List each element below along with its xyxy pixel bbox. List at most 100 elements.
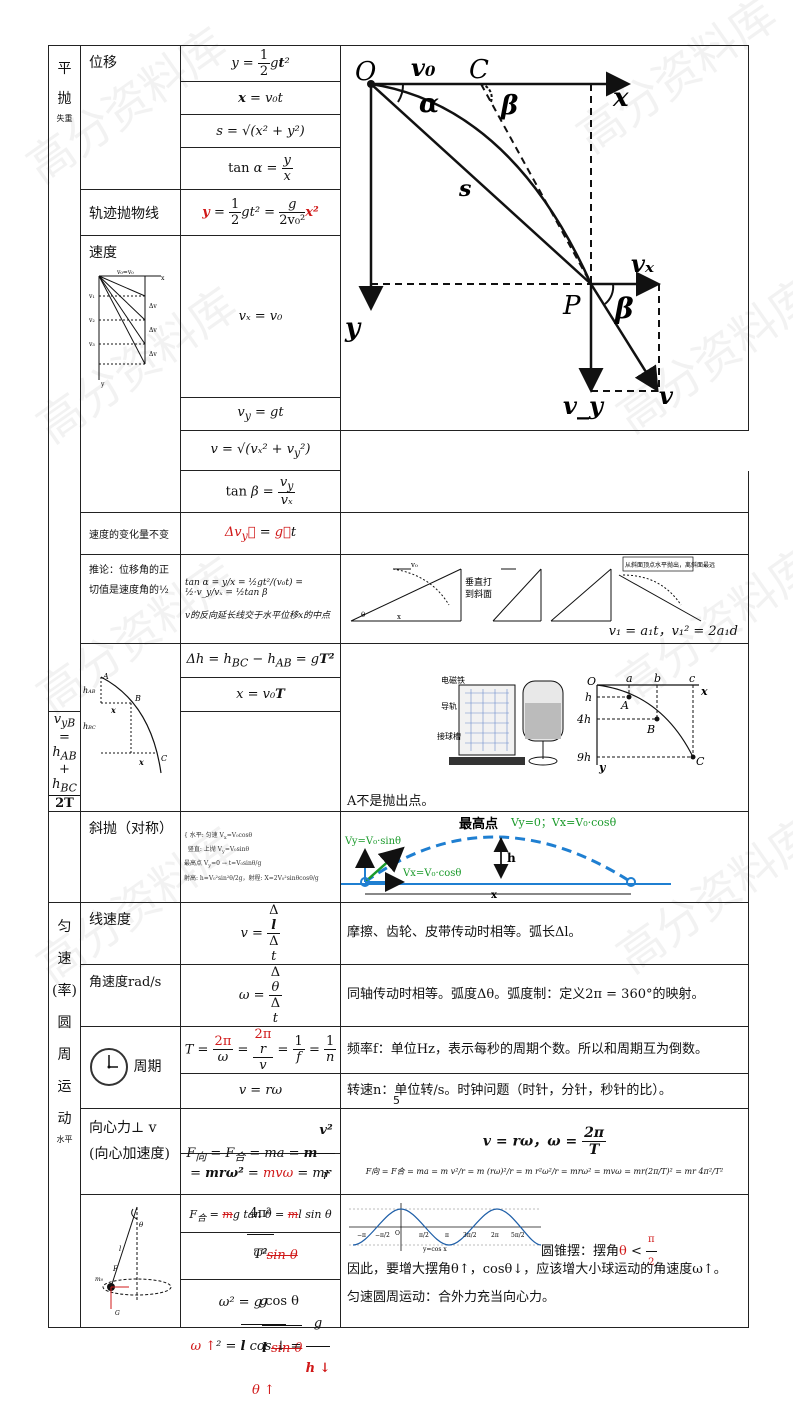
- note-zhuibai-2: 因此，要增大摆角θ↑，cosθ↓，应该增大小球运动的角速度ω↑。: [347, 1261, 727, 1277]
- eq-x: x = v₀t: [180, 81, 341, 115]
- label-xiepao: 斜抛（对称）: [80, 810, 181, 903]
- svg-text:3π/2: 3π/2: [463, 1232, 477, 1239]
- cone-pendulum-svg: θ l F m₀ G: [95, 1206, 172, 1317]
- note-zhuibai-3: 匀速圆周运动：合外力充当向心力。: [347, 1289, 556, 1305]
- label-v0: v₀: [411, 53, 436, 82]
- svg-text:B: B: [646, 723, 655, 736]
- xiepao-notes: { 水平: 匀速 Vx=V₀cosθ 竖直: 上抛 Vy=V₀sinθ 最高点 …: [180, 810, 341, 903]
- label-c: C: [469, 55, 489, 85]
- svg-text:v₂: v₂: [89, 317, 95, 324]
- label-xiangxin: 向心力⊥ v(向心加速度): [80, 1107, 181, 1195]
- note-frequency: 频率f：单位Hz，表示每秒的周期个数。所以和周期互为倒数。: [340, 1025, 749, 1074]
- label-xiansudu: 线速度: [80, 901, 181, 965]
- svg-text:hAB: hAB: [83, 686, 96, 695]
- eq-v: v = √(vₓ² + vy²): [180, 430, 341, 471]
- note-xiansudu: 摩擦、齿轮、皮带传动时相等。弧长Δl。: [340, 901, 749, 965]
- svg-text:x: x: [138, 757, 144, 767]
- svg-text:到斜面: 到斜面: [465, 588, 492, 600]
- svg-text:A: A: [102, 673, 109, 681]
- side-blank: [48, 810, 81, 903]
- svg-text:v₃: v₃: [89, 341, 95, 348]
- svg-text:a: a: [626, 673, 633, 685]
- oblique-figure: 最高点 Vy=0；Vx=V₀·cosθ Vy=V₀·sinθ Vx=V₀·cos…: [340, 810, 749, 903]
- eq-x-v0t: x = v₀T: [180, 677, 341, 712]
- svg-text:Δv: Δv: [149, 351, 157, 358]
- label-zhouqi-cell: 周期: [80, 1025, 181, 1109]
- svg-text:2π: 2π: [491, 1232, 499, 1239]
- label-beta-p: β: [614, 292, 634, 325]
- svg-text:C: C: [161, 754, 167, 763]
- label-alpha: α: [419, 89, 439, 119]
- projectile-diagram-tail: [340, 470, 749, 513]
- svg-text:9h: 9h: [577, 751, 591, 764]
- svg-text:−π: −π: [357, 1232, 366, 1239]
- svg-text:m₀: m₀: [95, 1276, 104, 1283]
- tuilun-formula: tan α = y/x = ½gt²/(v₀t) = ½·v_y/vₓ = ½t…: [185, 577, 303, 598]
- dh-note: A不是抛出点。: [347, 793, 435, 809]
- eq-v-romega: v = rω: [180, 1072, 341, 1109]
- incline-svg: v₀θ x 垂直打 到斜面 从斜面顶点水平抛出，离斜面最远: [350, 556, 715, 622]
- svg-text:导轨: 导轨: [441, 701, 457, 711]
- svg-text:θ: θ: [139, 1221, 144, 1229]
- tuilun-note: v的反向延长线交于水平位移x的中点: [185, 610, 331, 621]
- svg-text:c: c: [689, 673, 695, 685]
- svg-text:y: y: [100, 381, 105, 388]
- svg-text:x: x: [491, 890, 498, 898]
- svg-text:v₁: v₁: [89, 293, 95, 300]
- incline-result: v₁ = a₁t，v₁² = 2a₁d: [608, 624, 738, 639]
- side-label-yunsu: 匀速 (率)圆 周运 动 水平: [48, 901, 81, 1328]
- label-v: v: [659, 381, 674, 410]
- svg-text:π: π: [445, 1232, 449, 1239]
- svg-text:电磁铁: 电磁铁: [441, 675, 465, 685]
- page-number: 5: [393, 1094, 400, 1107]
- svg-text:x: x: [110, 705, 116, 715]
- svg-text:C: C: [696, 755, 705, 768]
- svg-text:A: A: [620, 699, 629, 712]
- experiment-svg: 电磁铁 导轨 接球槽 O a b c x h 4h: [437, 672, 708, 774]
- svg-text:x: x: [397, 613, 401, 621]
- svg-text:hBC: hBC: [83, 722, 96, 731]
- label-bianhua: 速度的变化量不变: [80, 512, 181, 555]
- cos-graph: −π −π/2 O π/2 π 3π/2 2π 5π/2 y=cos x: [349, 1202, 542, 1253]
- eq-delta-h: Δh = hBC − hAB = gT²: [180, 643, 341, 678]
- projectile-svg: O v₀ C x α β s vₓ P β y v_y v: [344, 53, 674, 420]
- svg-text:O: O: [587, 675, 596, 688]
- svg-text:π/2: π/2: [419, 1232, 429, 1239]
- eq-xiangxin-full: F向 = F合 = ma = m v²/r = m (rω)²/r = m r²…: [365, 1167, 724, 1177]
- cone-notes: −π −π/2 O π/2 π 3π/2 2π 5π/2 y=cos x 圆锥摆…: [340, 1193, 749, 1328]
- side-label-pingpao: 平抛 失重: [48, 45, 81, 712]
- eq-vy: vy = gt: [180, 397, 341, 431]
- svg-text:b: b: [654, 673, 661, 685]
- svg-text:Vy=V₀·sinθ: Vy=V₀·sinθ: [344, 836, 401, 847]
- svg-text:v₀: v₀: [410, 561, 418, 569]
- svg-text:Vx=V₀·cosθ: Vx=V₀·cosθ: [402, 868, 461, 879]
- projectile-diagram-end: [340, 512, 749, 555]
- label-guiji: 轨迹抛物线: [80, 189, 181, 236]
- svg-text:最高点: 最高点: [459, 816, 498, 832]
- svg-text:Δv: Δv: [149, 303, 157, 310]
- eq-delta-vy: Δvy⃗ = g⃗t: [180, 512, 341, 555]
- svg-text:θ: θ: [361, 611, 365, 619]
- svg-text:Vy=0；Vx=V₀·cosθ: Vy=0；Vx=V₀·cosθ: [510, 816, 617, 829]
- svg-text:y: y: [598, 761, 607, 774]
- eq-s: s = √(x² + y²): [180, 114, 341, 148]
- cone-pendulum-figure: θ l F m₀ G: [80, 1193, 181, 1328]
- svg-text:h: h: [585, 691, 592, 704]
- eq-tuilun: tan α = y/x = ½gt²/(v₀t) = ½·v_y/vₓ = ½t…: [180, 554, 341, 644]
- svg-text:O: O: [395, 1230, 400, 1237]
